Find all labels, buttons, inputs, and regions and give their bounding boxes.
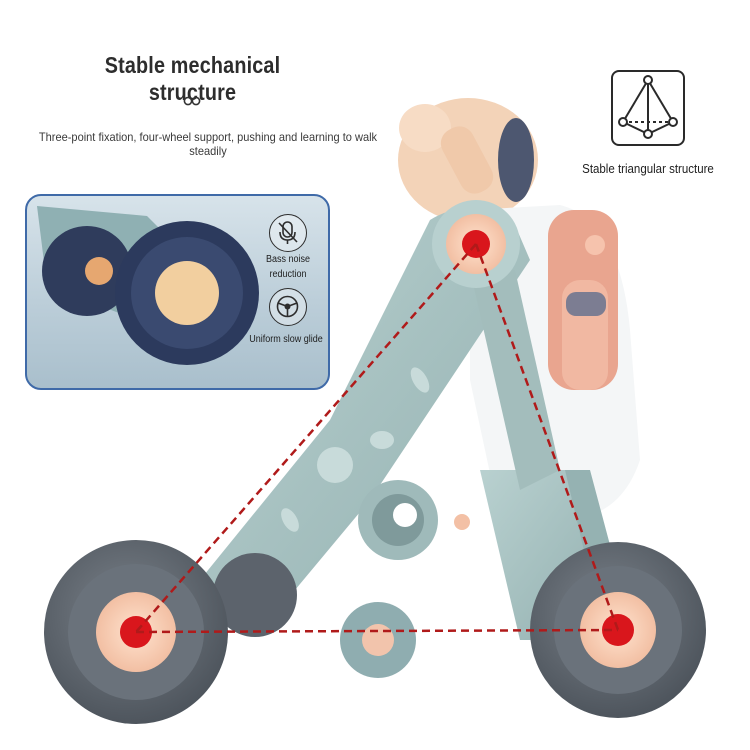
page-title: Stable mechanical structure — [104, 52, 281, 105]
small-front-wheel — [340, 602, 416, 678]
triangle-structure-label: Stable triangular structure — [582, 162, 714, 176]
walker-body — [470, 205, 640, 520]
walker-head — [398, 98, 538, 222]
uniform-slow-glide-label: Uniform slow glide — [249, 334, 323, 345]
muted-microphone-icon — [269, 214, 307, 252]
stability-triangle-lines — [135, 243, 620, 634]
walker-front-arm — [200, 200, 560, 629]
bass-noise-reduction-label: Bass noise reduction — [265, 254, 311, 280]
page-subtitle: Three-point fixation, four-wheel support… — [38, 130, 378, 158]
wheel-closeup-inset: Bass noise reduction Uniform slow glide — [25, 194, 330, 390]
wheel-closeup-photo — [37, 206, 259, 365]
triangular-pyramid-icon — [618, 75, 678, 139]
triangle-structure-badge — [611, 70, 685, 146]
link-ornament-icon — [183, 96, 201, 106]
steering-wheel-icon — [269, 288, 307, 326]
center-hub — [358, 480, 470, 560]
